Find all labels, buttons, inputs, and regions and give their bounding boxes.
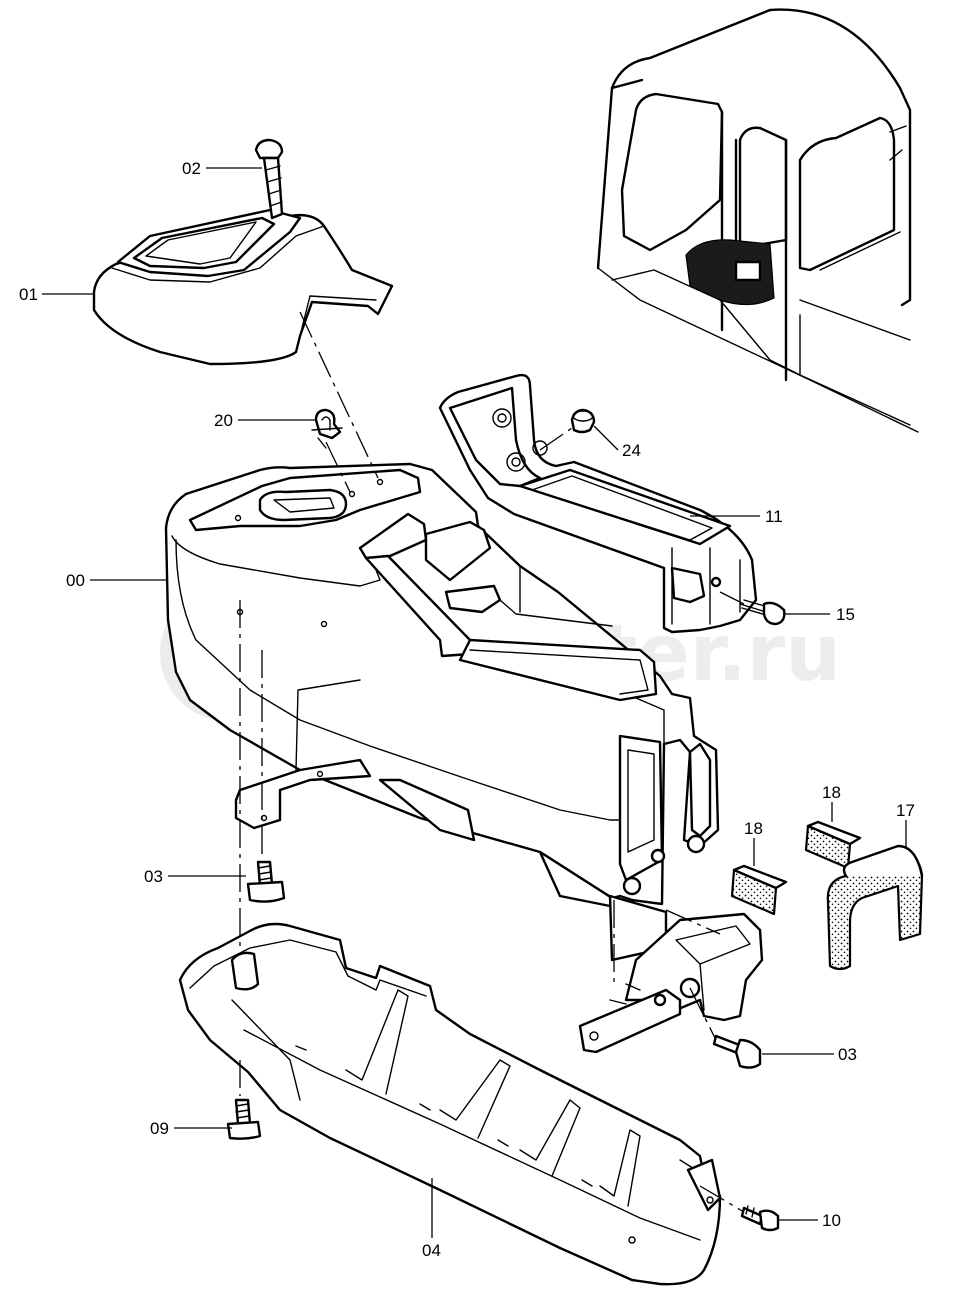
assembly-lines <box>239 311 745 1213</box>
part-02-screw <box>254 138 284 220</box>
callout-17: 17 <box>896 801 915 820</box>
part-10-bolt <box>740 1205 780 1232</box>
leader-lines <box>42 167 907 1238</box>
callout-labels: 02 01 20 24 11 00 15 18 17 18 03 03 09 1… <box>19 159 915 1260</box>
part-15-bolt <box>739 599 786 626</box>
callout-04: 04 <box>422 1241 441 1260</box>
part-18-pad-a <box>730 864 788 916</box>
part-11-armrest <box>438 373 758 634</box>
part-bracket-lower <box>578 912 764 1054</box>
callout-24: 24 <box>622 441 641 460</box>
callout-18-lower: 18 <box>744 819 763 838</box>
callout-11: 11 <box>765 507 783 526</box>
callout-10: 10 <box>822 1211 841 1230</box>
callout-03-left: 03 <box>144 867 163 886</box>
callout-18-upper: 18 <box>822 783 841 802</box>
part-01-cover <box>92 208 394 366</box>
callout-15: 15 <box>836 605 855 624</box>
callout-09: 09 <box>150 1119 169 1138</box>
callout-20: 20 <box>214 411 233 430</box>
part-20-clip <box>311 408 343 449</box>
part-17-seal <box>826 844 924 971</box>
part-03-bolt-right <box>712 1034 762 1069</box>
part-04-tray <box>178 922 722 1286</box>
part-24-plug <box>570 408 596 434</box>
callout-01: 01 <box>19 285 38 304</box>
part-00-console <box>164 462 720 962</box>
callout-00: 00 <box>66 571 85 590</box>
callout-02: 02 <box>182 159 201 178</box>
part-09-bolt <box>226 1098 262 1140</box>
part-03-bolt-left <box>246 860 286 903</box>
cab-inset <box>596 8 919 433</box>
callout-03-right: 03 <box>838 1045 857 1064</box>
